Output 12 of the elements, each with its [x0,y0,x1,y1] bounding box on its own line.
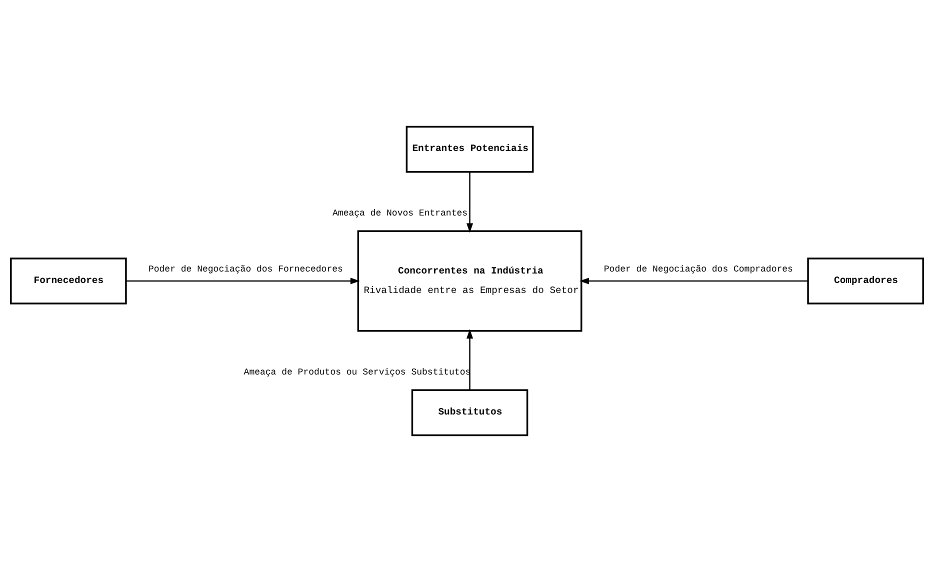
edge-label: Ameaça de Novos Entrantes [332,207,468,218]
node-box: Fornecedores [10,257,127,304]
edge-label: Poder de Negociação dos Compradores [604,263,793,274]
arrow [466,171,474,232]
edge-label: Poder de Negociação dos Fornecedores [148,263,343,274]
node-box: Concorrentes na Indústria Rivalidade entre as Empresas do Setor [357,230,582,332]
arrow [126,277,360,284]
node-box: Entrantes Potenciais [406,125,534,172]
arrow [579,277,808,284]
arrow [466,328,474,390]
node-box: Substitutos [411,388,528,436]
node-box: Compradores [807,257,924,304]
